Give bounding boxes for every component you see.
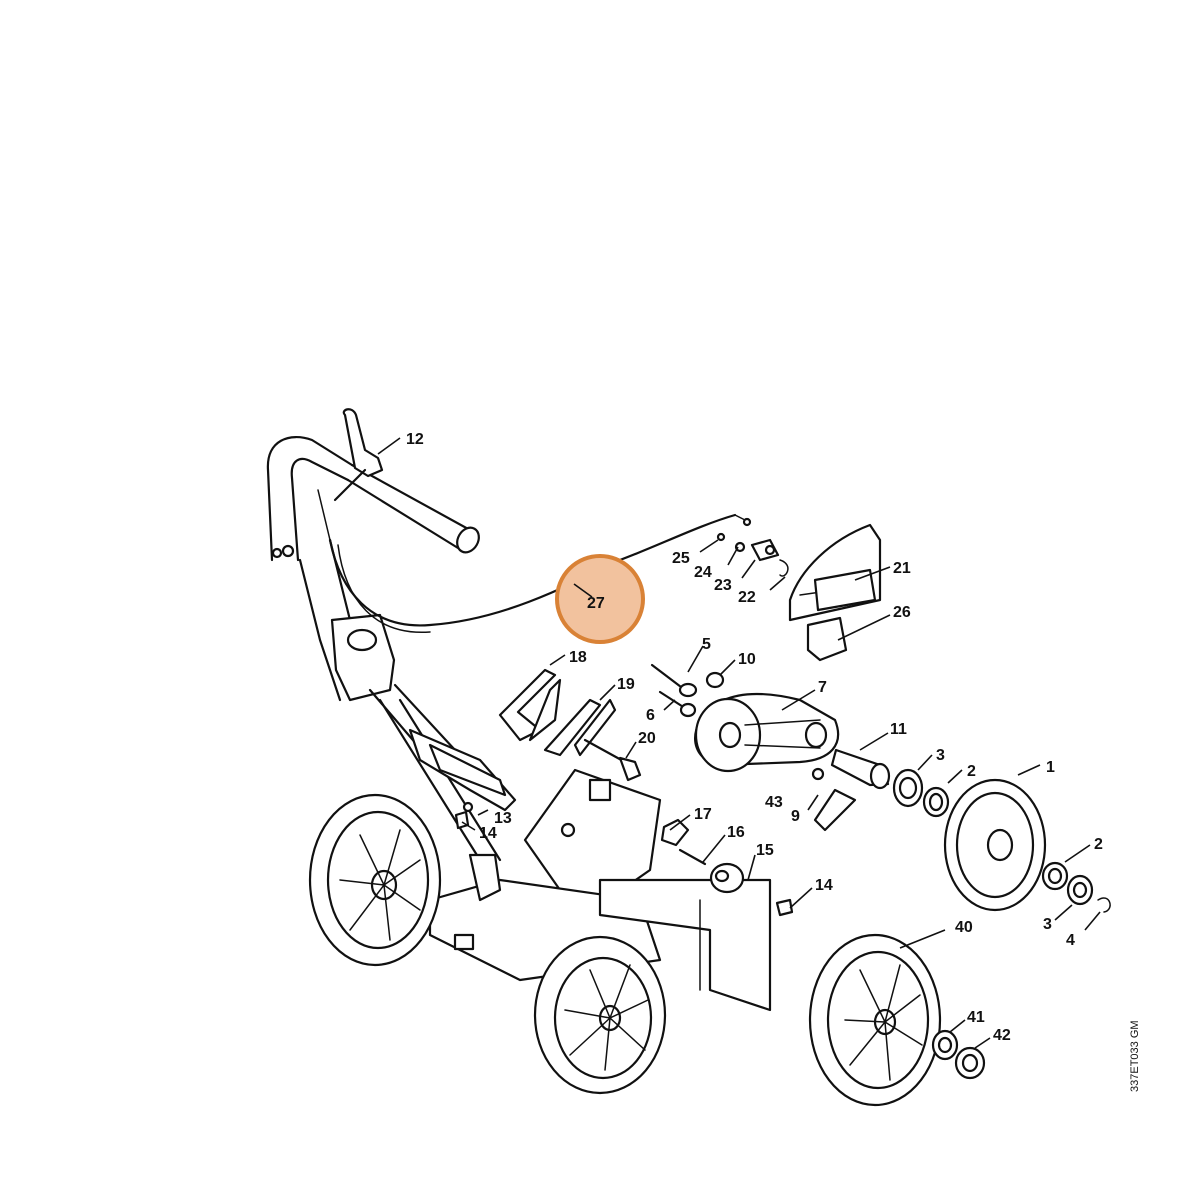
chassis <box>428 768 794 1012</box>
label-17[interactable]: 17 <box>694 806 712 823</box>
label-11[interactable]: 11 <box>890 721 907 738</box>
label-41[interactable]: 41 <box>967 1009 985 1026</box>
label-42[interactable]: 42 <box>993 1027 1011 1044</box>
label-27[interactable]: 27 <box>587 595 605 612</box>
label-26[interactable]: 26 <box>893 604 911 621</box>
label-9[interactable]: 9 <box>791 808 800 825</box>
label-2a[interactable]: 2 <box>967 763 976 780</box>
label-3b[interactable]: 3 <box>1043 916 1052 933</box>
label-7[interactable]: 7 <box>818 679 827 696</box>
label-19[interactable]: 19 <box>617 676 635 693</box>
label-2b[interactable]: 2 <box>1094 836 1103 853</box>
label-43[interactable]: 43 <box>765 794 783 811</box>
label-18[interactable]: 18 <box>569 649 587 666</box>
label-3a[interactable]: 3 <box>936 747 945 764</box>
label-14b[interactable]: 14 <box>815 877 833 894</box>
cable <box>328 513 752 633</box>
label-12[interactable]: 12 <box>406 431 424 448</box>
label-6[interactable]: 6 <box>646 707 655 724</box>
label-14a[interactable]: 14 <box>479 825 497 842</box>
pulley-assembly <box>650 663 950 832</box>
label-13[interactable]: 13 <box>494 810 512 827</box>
label-15[interactable]: 15 <box>756 842 774 859</box>
highlight-circle[interactable] <box>555 554 645 644</box>
label-10[interactable]: 10 <box>738 651 756 668</box>
label-20[interactable]: 20 <box>638 730 656 747</box>
label-16[interactable]: 16 <box>727 824 745 841</box>
leader-lines <box>377 437 1101 1049</box>
label-22[interactable]: 22 <box>738 589 756 606</box>
label-40[interactable]: 40 <box>955 919 973 936</box>
part-labels: 1 2 3 2 3 4 5 6 7 9 10 11 12 13 14 14 15… <box>406 431 1103 1044</box>
handle-assembly <box>266 408 517 862</box>
label-1[interactable]: 1 <box>1046 759 1055 776</box>
wheels <box>308 778 1111 1107</box>
label-4[interactable]: 4 <box>1066 932 1075 949</box>
brackets <box>498 668 642 782</box>
label-24[interactable]: 24 <box>694 564 712 581</box>
drawing-code: 337ET033 GM <box>1129 1020 1141 1092</box>
throttle-parts <box>716 523 882 662</box>
label-5[interactable]: 5 <box>702 636 711 653</box>
label-21[interactable]: 21 <box>893 560 911 577</box>
label-23[interactable]: 23 <box>714 577 732 594</box>
label-25[interactable]: 25 <box>672 550 690 567</box>
